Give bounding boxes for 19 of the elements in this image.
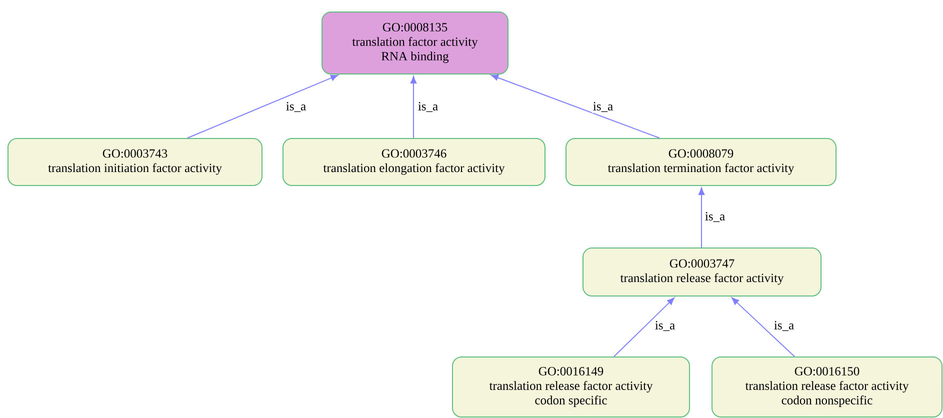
arrow bbox=[490, 74, 660, 138]
edge-label: is_a bbox=[416, 101, 440, 113]
term-box: GO:0016149 translation release factor activity codon specific bbox=[452, 356, 690, 418]
edge-label: is_a bbox=[592, 101, 614, 113]
edge-label: is_a bbox=[284, 101, 308, 113]
term-box: GO:0008135 translation factor activity RNA binding bbox=[322, 12, 508, 74]
edge-label: is_a bbox=[772, 320, 796, 332]
term-box: GO:0008079 translation termination factor activity bbox=[566, 138, 836, 186]
arrow bbox=[698, 188, 705, 248]
arrow bbox=[731, 297, 795, 357]
term-box: GO:0016150 translation release factor activity codon nonspecific bbox=[712, 356, 942, 418]
term-box: GO:0003746 translation elongation factor activity bbox=[282, 138, 546, 186]
arrow bbox=[614, 297, 675, 357]
arrow bbox=[187, 74, 338, 138]
edge-label: is_a bbox=[654, 320, 676, 332]
term-box: GO:0003743 translation initiation factor activity bbox=[8, 138, 262, 186]
arrow bbox=[410, 76, 417, 138]
edge-label: is_a bbox=[704, 211, 726, 223]
term-box: GO:0003747 translation release factor activity bbox=[582, 248, 822, 296]
